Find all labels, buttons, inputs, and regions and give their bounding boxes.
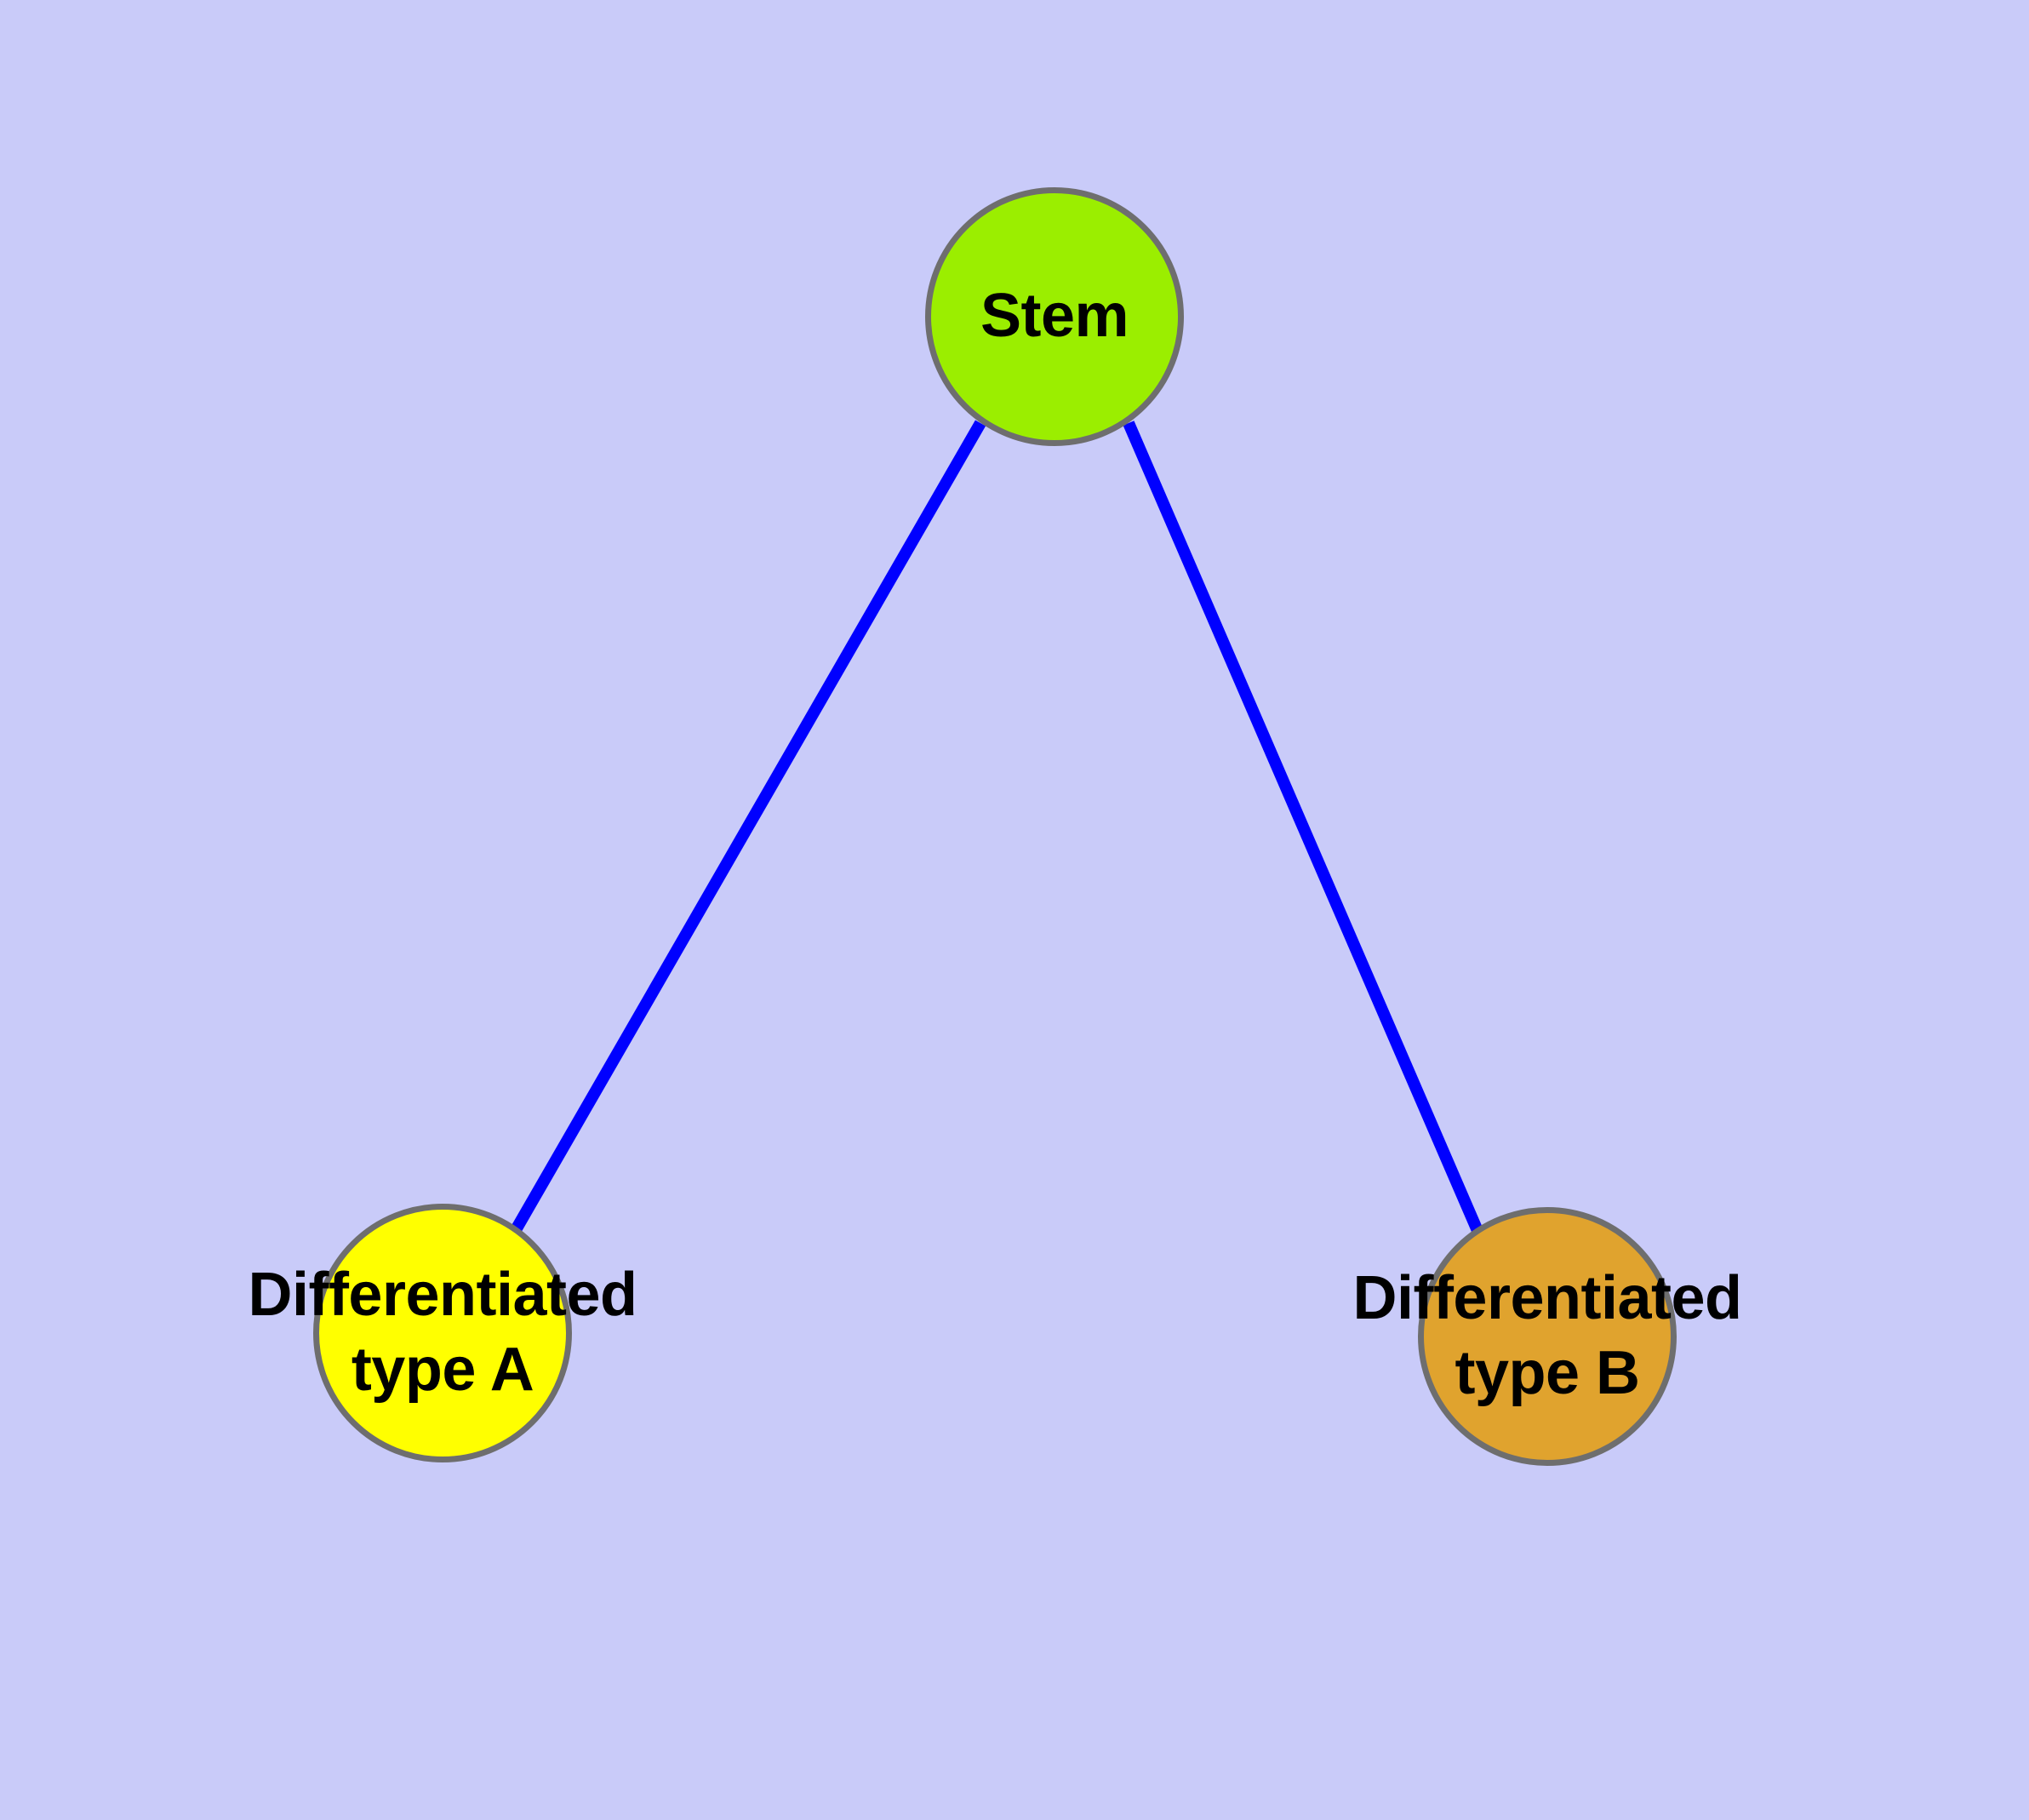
- node-differentiated-type-b[interactable]: [1418, 1207, 1677, 1466]
- node-stem[interactable]: [925, 187, 1184, 446]
- node-differentiated-type-a[interactable]: [313, 1204, 572, 1462]
- edge-stem-to-diff-b: [1123, 421, 1484, 1235]
- edge-stem-to-diff-a: [511, 420, 986, 1232]
